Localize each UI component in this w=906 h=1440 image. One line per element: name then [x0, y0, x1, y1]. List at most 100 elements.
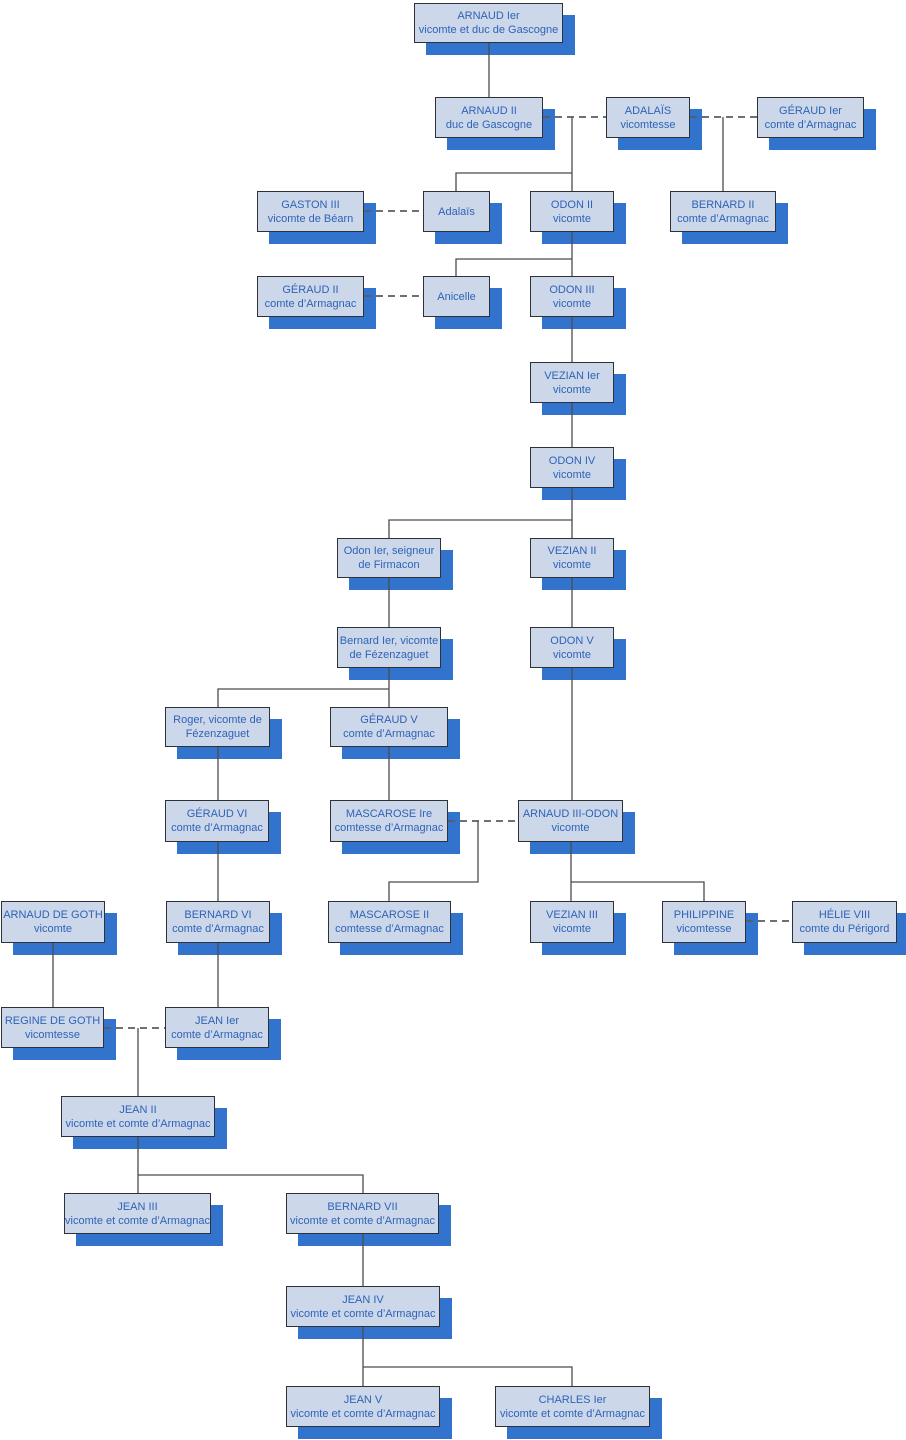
node-title: comte d’Armagnac	[343, 728, 435, 740]
node-title: vicomte	[553, 383, 591, 396]
node-title: comte d’Armagnac	[764, 118, 857, 131]
node-title: vicomte et comte d’Armagnac	[290, 1307, 436, 1320]
tree-node-arnaud-iii-odon[interactable]: ARNAUD III-ODON vicomte	[518, 800, 623, 842]
node-name: Adalaïs	[438, 205, 475, 218]
tree-node-arnaud-de-goth[interactable]: ARNAUD DE GOTH vicomte	[1, 901, 105, 943]
node-title: comtesse d’Armagnac	[335, 923, 444, 935]
node-name: ODON III	[549, 283, 595, 296]
node-title: vicomte et duc de Gascogne	[418, 24, 559, 36]
tree-node-odon-ier-firmacon[interactable]: Odon Ier, seigneur de Firmacon	[337, 538, 441, 578]
node-title: duc de Gascogne	[445, 118, 533, 131]
node-name: JEAN Ier	[194, 1014, 239, 1027]
tree-node-anicelle[interactable]: Anicelle	[423, 276, 490, 317]
node-name: ARNAUD DE GOTH	[3, 909, 103, 921]
node-name: HÉLIE VIII	[818, 909, 871, 921]
node-name: PHILIPPINE	[673, 909, 735, 921]
node-name: Bernard Ier, vicomte	[339, 634, 439, 647]
tree-node-arnaud-ier[interactable]: ARNAUD Ier vicomte et duc de Gascogne	[414, 3, 563, 43]
node-title: vicomte	[34, 923, 72, 935]
node-name: ADALAÏS	[624, 104, 672, 117]
node-name: ARNAUD Ier	[457, 10, 520, 22]
node-name: Odon Ier, seigneur	[343, 545, 435, 557]
tree-node-adalais[interactable]: Adalaïs	[423, 191, 490, 232]
node-title: vicomte et comte d’Armagnac	[65, 1117, 211, 1130]
node-name: JEAN III	[117, 1200, 158, 1213]
node-title: comte d’Armagnac	[677, 212, 769, 225]
descent-line	[363, 1366, 573, 1386]
node-title: vicomte	[553, 559, 591, 571]
node-title: vicomtesse	[24, 1028, 81, 1041]
tree-node-helie-viii[interactable]: HÉLIE VIII comte du Périgord	[792, 901, 897, 943]
tree-node-vezian-ii[interactable]: VEZIAN II vicomte	[530, 538, 614, 578]
node-name: ARNAUD II	[461, 104, 517, 117]
descent-line	[388, 519, 572, 538]
node-name: JEAN IV	[342, 1293, 384, 1306]
tree-node-geraud-v[interactable]: GÉRAUD V comte d’Armagnac	[330, 707, 448, 747]
node-title: Fézenzaguet	[185, 728, 250, 740]
node-name: ODON IV	[548, 454, 596, 467]
tree-node-philippine[interactable]: PHILIPPINE vicomtesse	[662, 901, 746, 943]
node-title: vicomtesse	[676, 923, 732, 935]
descent-line	[217, 688, 389, 707]
node-title: comte d’Armagnac	[171, 822, 263, 834]
node-title: vicomte et comte d’Armagnac	[290, 1214, 435, 1227]
node-name: GÉRAUD Ier	[779, 104, 842, 117]
node-name: CHARLES Ier	[538, 1393, 607, 1406]
node-name: JEAN V	[343, 1393, 383, 1406]
node-title: de Firmacon	[358, 559, 420, 571]
tree-node-vezian-iii[interactable]: VEZIAN III vicomte	[530, 901, 614, 943]
node-title: de Fézenzaguet	[349, 648, 429, 661]
node-name: VEZIAN III	[546, 909, 598, 921]
tree-node-geraud-vi[interactable]: GÉRAUD VI comte d’Armagnac	[165, 800, 269, 842]
node-title: vicomte et comte d’Armagnac	[290, 1407, 436, 1420]
node-name: BERNARD VII	[327, 1200, 398, 1213]
node-title: vicomte de Béarn	[267, 212, 354, 225]
node-title: vicomte	[553, 923, 591, 935]
node-title: comte d’Armagnac	[172, 923, 264, 935]
descent-line	[388, 821, 479, 901]
node-name: ARNAUD III-ODON	[522, 808, 619, 820]
node-name: GÉRAUD II	[282, 283, 339, 296]
node-name: GÉRAUD V	[360, 714, 418, 726]
node-title: vicomte	[553, 648, 591, 661]
node-name: JEAN II	[119, 1103, 157, 1116]
node-title: comte du Périgord	[799, 923, 890, 935]
node-title: vicomte et comte d’Armagnac	[500, 1407, 645, 1420]
node-name: Roger, vicomte de	[173, 714, 262, 726]
node-title: vicomte	[553, 297, 591, 310]
tree-node-roger-fezensaguet[interactable]: Roger, vicomte de Fézenzaguet	[165, 707, 270, 747]
tree-node-mascarose-ii[interactable]: MASCAROSE II comtesse d’Armagnac	[328, 901, 451, 943]
node-title: vicomte	[551, 822, 590, 834]
node-name: REGINE DE GOTH	[4, 1014, 101, 1027]
descent-line	[455, 172, 572, 191]
node-name: VEZIAN II	[547, 545, 597, 557]
node-name: VEZIAN Ier	[544, 369, 600, 382]
node-name: MASCAROSE II	[349, 909, 430, 921]
node-name: ODON V	[550, 634, 594, 647]
node-name: GÉRAUD VI	[186, 808, 248, 820]
node-title: vicomte et comte d’Armagnac	[65, 1214, 210, 1227]
